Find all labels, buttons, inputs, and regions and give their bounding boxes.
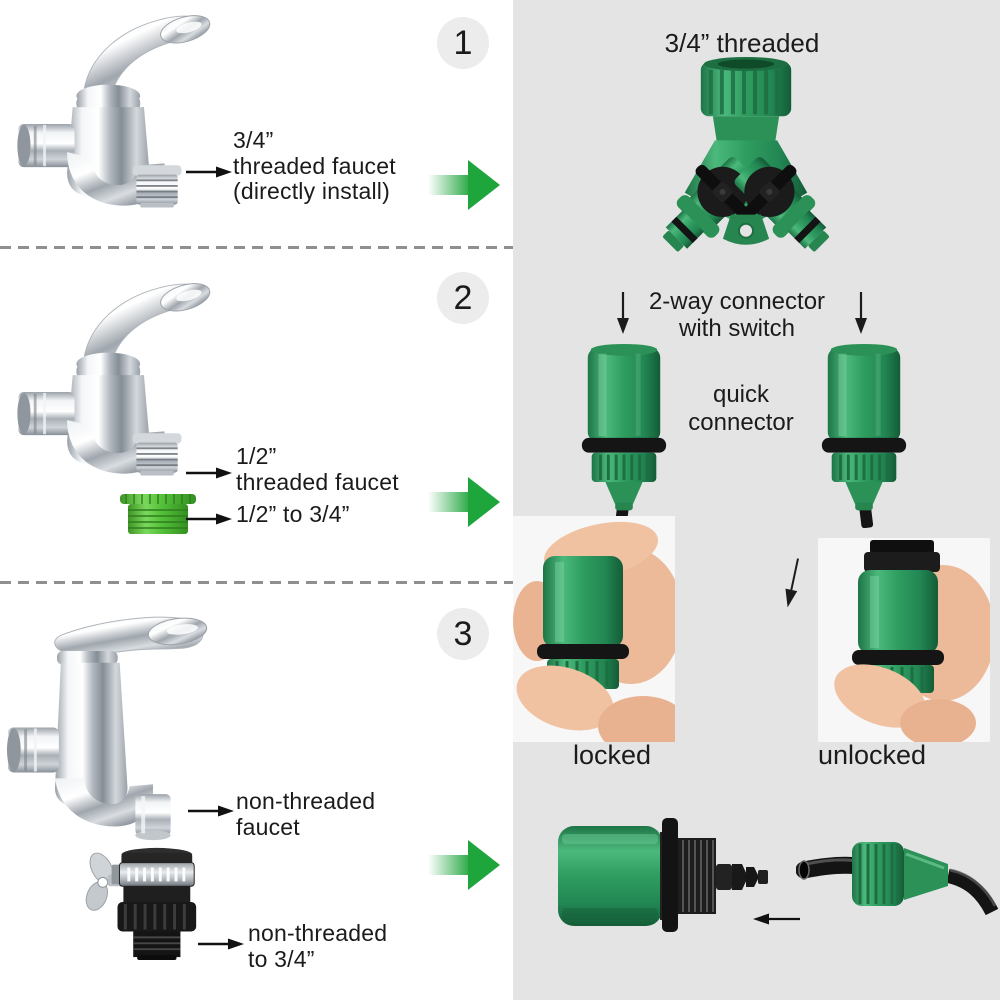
two-way-connector-photo [663,57,829,252]
caption-line2: with switch [678,315,796,342]
step2-label1-line2: threaded faucet [236,468,399,495]
two-way-connector-caption: 2-way connector with switch [617,288,857,342]
step3-label2-line2: to 3/4” [248,945,315,972]
step2-label1-line1: 1/2” [236,443,277,469]
step2-label2-line1: 1/2” to 3/4” [236,501,350,527]
arrow-icon [188,805,234,817]
half-to-threequarter-adapter-photo [120,494,196,534]
green-arrow-icon [428,160,500,210]
step1-number: 1 [453,23,473,62]
locked-label: locked [572,740,652,770]
step3-number-badge: 3 [437,608,489,660]
left-arrow-icon [753,913,800,925]
universal-tap-adapter-photo [85,847,197,961]
step3-label2: non-threaded to 3/4” [248,920,388,972]
connector-with-barb-photo [558,818,768,932]
unlocked-connector-photo [818,538,990,742]
arrow-icon [198,938,244,950]
dashed-divider [0,581,513,584]
step3-label2-line1: non-threaded [248,920,388,946]
threaded-faucet-photo [17,15,211,208]
arrow-icon [186,467,232,479]
down-arrow-icon [785,558,799,608]
step3-label1: non-threaded faucet [236,788,376,840]
quick-connector-photo [821,343,907,528]
down-arrow-icon [855,292,867,334]
arrow-icon [186,166,232,178]
quick-caption-line2: connector [688,409,794,436]
non-threaded-faucet-photo [6,616,208,841]
step1-label: 3/4” threaded faucet (directly install) [233,127,396,205]
quick-caption-line1: quick [712,381,770,408]
locked-connector-photo [513,516,675,742]
step2-label2: 1/2” to 3/4” [236,501,350,528]
step1-label-line2: threaded faucet [233,152,396,179]
step2-label1: 1/2” threaded faucet [236,443,399,495]
caption-line1: 2-way connector [648,288,826,315]
step3-label1-line1: non-threaded [236,788,376,814]
unlocked-label: unlocked [817,740,927,770]
step2-number-badge: 2 [437,272,489,324]
green-arrow-icon [428,840,500,890]
quick-connector-caption: quick connector [641,381,841,437]
step3-label1-line2: faucet [236,813,300,840]
panel-title: 3/4” threaded [664,28,820,58]
down-arrow-icon [617,292,629,334]
step1-number-badge: 1 [437,17,489,69]
step1-label-line3: (directly install) [233,178,390,204]
step3-number: 3 [453,614,473,653]
step1-label-line1: 3/4” [233,127,274,153]
dashed-divider [0,246,513,249]
step2-number: 2 [453,278,473,317]
hose-nut-photo [796,842,999,916]
green-arrow-icon [428,477,500,527]
arrow-icon [186,513,232,525]
threaded-faucet-photo [17,283,211,476]
